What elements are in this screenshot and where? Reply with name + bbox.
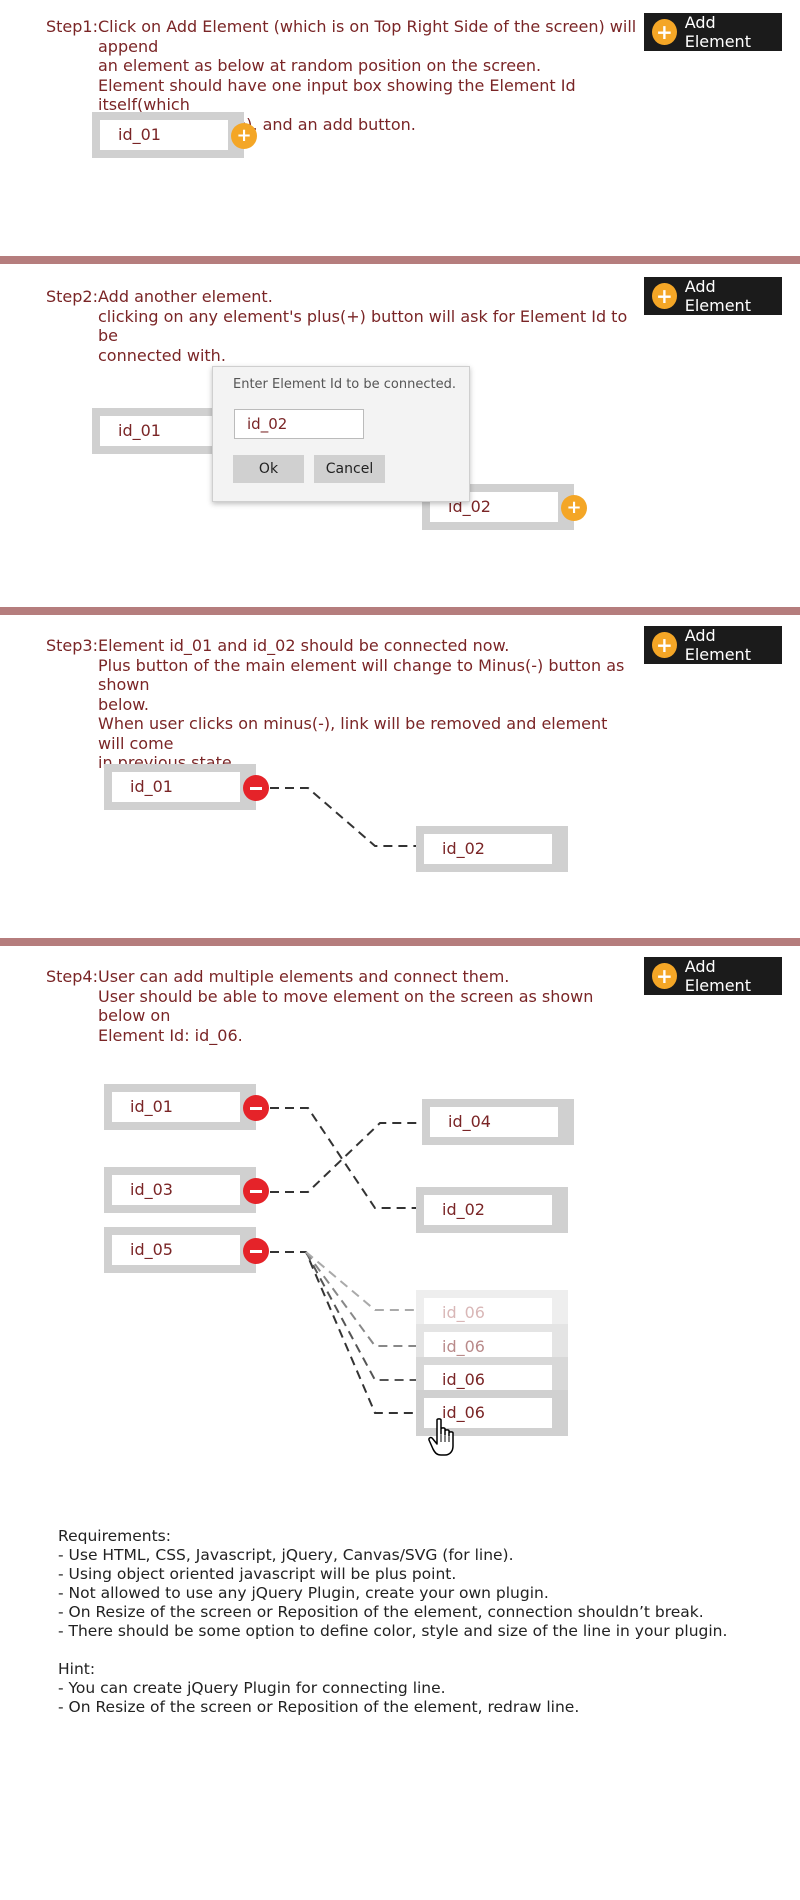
hand-cursor-icon [428,1418,454,1456]
element-box[interactable]: id_06 [416,1390,568,1436]
element-id-input[interactable]: id_01 [112,772,240,802]
step3-line: Element id_01 and id_02 should be connec… [98,636,510,655]
ok-button[interactable]: Ok [233,455,304,483]
add-connection-button[interactable]: + [231,123,257,149]
element-id-input[interactable]: id_03 [112,1175,240,1205]
requirement-item: - Use HTML, CSS, Javascript, jQuery, Can… [58,1546,514,1564]
step2-label: Step2: [46,287,98,306]
step3-line: Plus button of the main element will cha… [98,655,625,695]
hint-item: - On Resize of the screen or Reposition … [58,1698,580,1716]
connection-line [270,1251,417,1414]
connection-line [270,1122,423,1193]
minus-icon [250,1189,262,1193]
cancel-button[interactable]: Cancel [314,455,385,483]
plus-icon: + [652,632,677,658]
hint-item: - You can create jQuery Plugin for conne… [58,1679,446,1697]
requirement-item: - There should be some option to define … [58,1622,728,1640]
element-box[interactable]: id_05 [104,1227,256,1273]
element-box[interactable]: id_03 [104,1167,256,1213]
add-element-label: Add Element [684,626,751,664]
step3-line: below. [98,694,149,714]
element-id-input[interactable]: id_05 [112,1235,240,1265]
step1-label: Step1: [46,17,98,36]
element-id-input: id_06 [424,1298,552,1328]
plus-icon: + [652,963,677,989]
section-separator [0,607,800,615]
connection-line [305,1251,417,1381]
step1-line: an element as below at random position o… [98,56,542,75]
dialog-id-input[interactable]: id_02 [234,409,364,439]
plus-icon: + [652,283,677,309]
element-box[interactable]: id_02 [416,1187,568,1233]
element-box[interactable]: id_02 [416,826,568,872]
plus-icon: + [652,19,677,45]
element-id-input[interactable]: id_02 [424,834,552,864]
requirement-item: - Using object oriented javascript will … [58,1565,457,1583]
step4-line: User should be able to move element on t… [98,986,594,1026]
requirements-block: Requirements: - Use HTML, CSS, Javascrip… [58,1527,727,1717]
connection-line [305,1251,417,1311]
element-id-input[interactable]: id_01 [100,120,228,150]
step3-label: Step3: [46,636,98,655]
step1-line: Element should have one input box showin… [98,75,576,115]
element-id-input[interactable]: id_02 [424,1195,552,1225]
minus-icon [250,786,262,790]
remove-connection-button[interactable] [243,1178,269,1204]
remove-connection-button[interactable] [243,1095,269,1121]
add-element-label: Add Element [684,13,751,51]
add-element-button[interactable]: + Add Element [644,626,782,664]
hint-title: Hint: [58,1660,96,1678]
connection-line [270,1107,417,1209]
requirement-item: - Not allowed to use any jQuery Plugin, … [58,1584,549,1602]
step4-label: Step4: [46,967,98,986]
step2-line: connected with. [98,345,226,365]
connection-line [270,787,417,847]
add-element-button[interactable]: + Add Element [644,277,782,315]
element-box[interactable]: id_04 [422,1099,574,1145]
dialog-message: Enter Element Id to be connected. [233,377,456,392]
remove-connection-button[interactable] [243,1238,269,1264]
element-id-input[interactable]: id_04 [430,1107,558,1137]
element-box[interactable]: id_01 [92,112,244,158]
add-element-label: Add Element [684,277,751,315]
connect-prompt-dialog: Enter Element Id to be connected. id_02 … [212,366,470,502]
step2-line: Add another element. [98,287,273,306]
connection-line [305,1251,417,1347]
step3-line: When user clicks on minus(-), link will … [98,714,608,753]
requirement-item: - On Resize of the screen or Reposition … [58,1603,704,1621]
step1-line: Click on Add Element (which is on Top Ri… [98,17,637,56]
element-id-input[interactable]: id_06 [424,1398,552,1428]
section-separator [0,938,800,946]
step4-line: Element Id: id_06. [98,1025,243,1045]
element-id-input[interactable]: id_01 [112,1092,240,1122]
element-box[interactable]: id_01 [104,1084,256,1130]
minus-icon [250,1249,262,1253]
element-id-input[interactable]: id_01 [100,416,228,446]
step2-line: clicking on any element's plus(+) button… [98,306,628,346]
add-element-button[interactable]: + Add Element [644,13,782,51]
minus-icon [250,1106,262,1110]
element-box[interactable]: id_01 [104,764,256,810]
section-separator [0,256,800,264]
add-element-button[interactable]: + Add Element [644,957,782,995]
requirements-title: Requirements: [58,1527,171,1545]
element-id-input[interactable]: id_02 [430,492,558,522]
remove-connection-button[interactable] [243,775,269,801]
step4-line: User can add multiple elements and conne… [98,967,510,986]
add-element-label: Add Element [684,957,751,995]
add-connection-button[interactable]: + [561,495,587,521]
